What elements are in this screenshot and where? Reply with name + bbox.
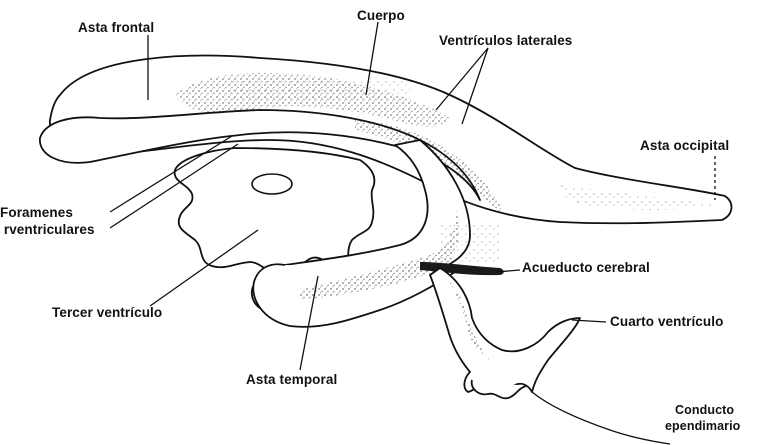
label-acueducto-cerebral: Acueducto cerebral bbox=[522, 260, 650, 276]
label-ventriculos-laterales: Ventrículos laterales bbox=[439, 33, 572, 49]
label-conducto-1: Conducto bbox=[675, 403, 734, 417]
label-cuarto-ventriculo: Cuarto ventrículo bbox=[610, 314, 723, 330]
label-foramenes-2: rventriculares bbox=[0, 222, 95, 238]
label-asta-occipital: Asta occipital bbox=[640, 138, 729, 154]
label-asta-frontal: Asta frontal bbox=[78, 20, 154, 36]
label-foramenes-1: Foramenes bbox=[0, 205, 73, 221]
label-conducto-2: ependimario bbox=[665, 419, 740, 433]
label-tercer-ventriculo: Tercer ventrículo bbox=[52, 305, 162, 321]
aqueduct-and-fourth-ventricle bbox=[420, 262, 670, 444]
label-cuerpo: Cuerpo bbox=[357, 8, 405, 24]
label-asta-temporal: Asta temporal bbox=[246, 372, 337, 388]
